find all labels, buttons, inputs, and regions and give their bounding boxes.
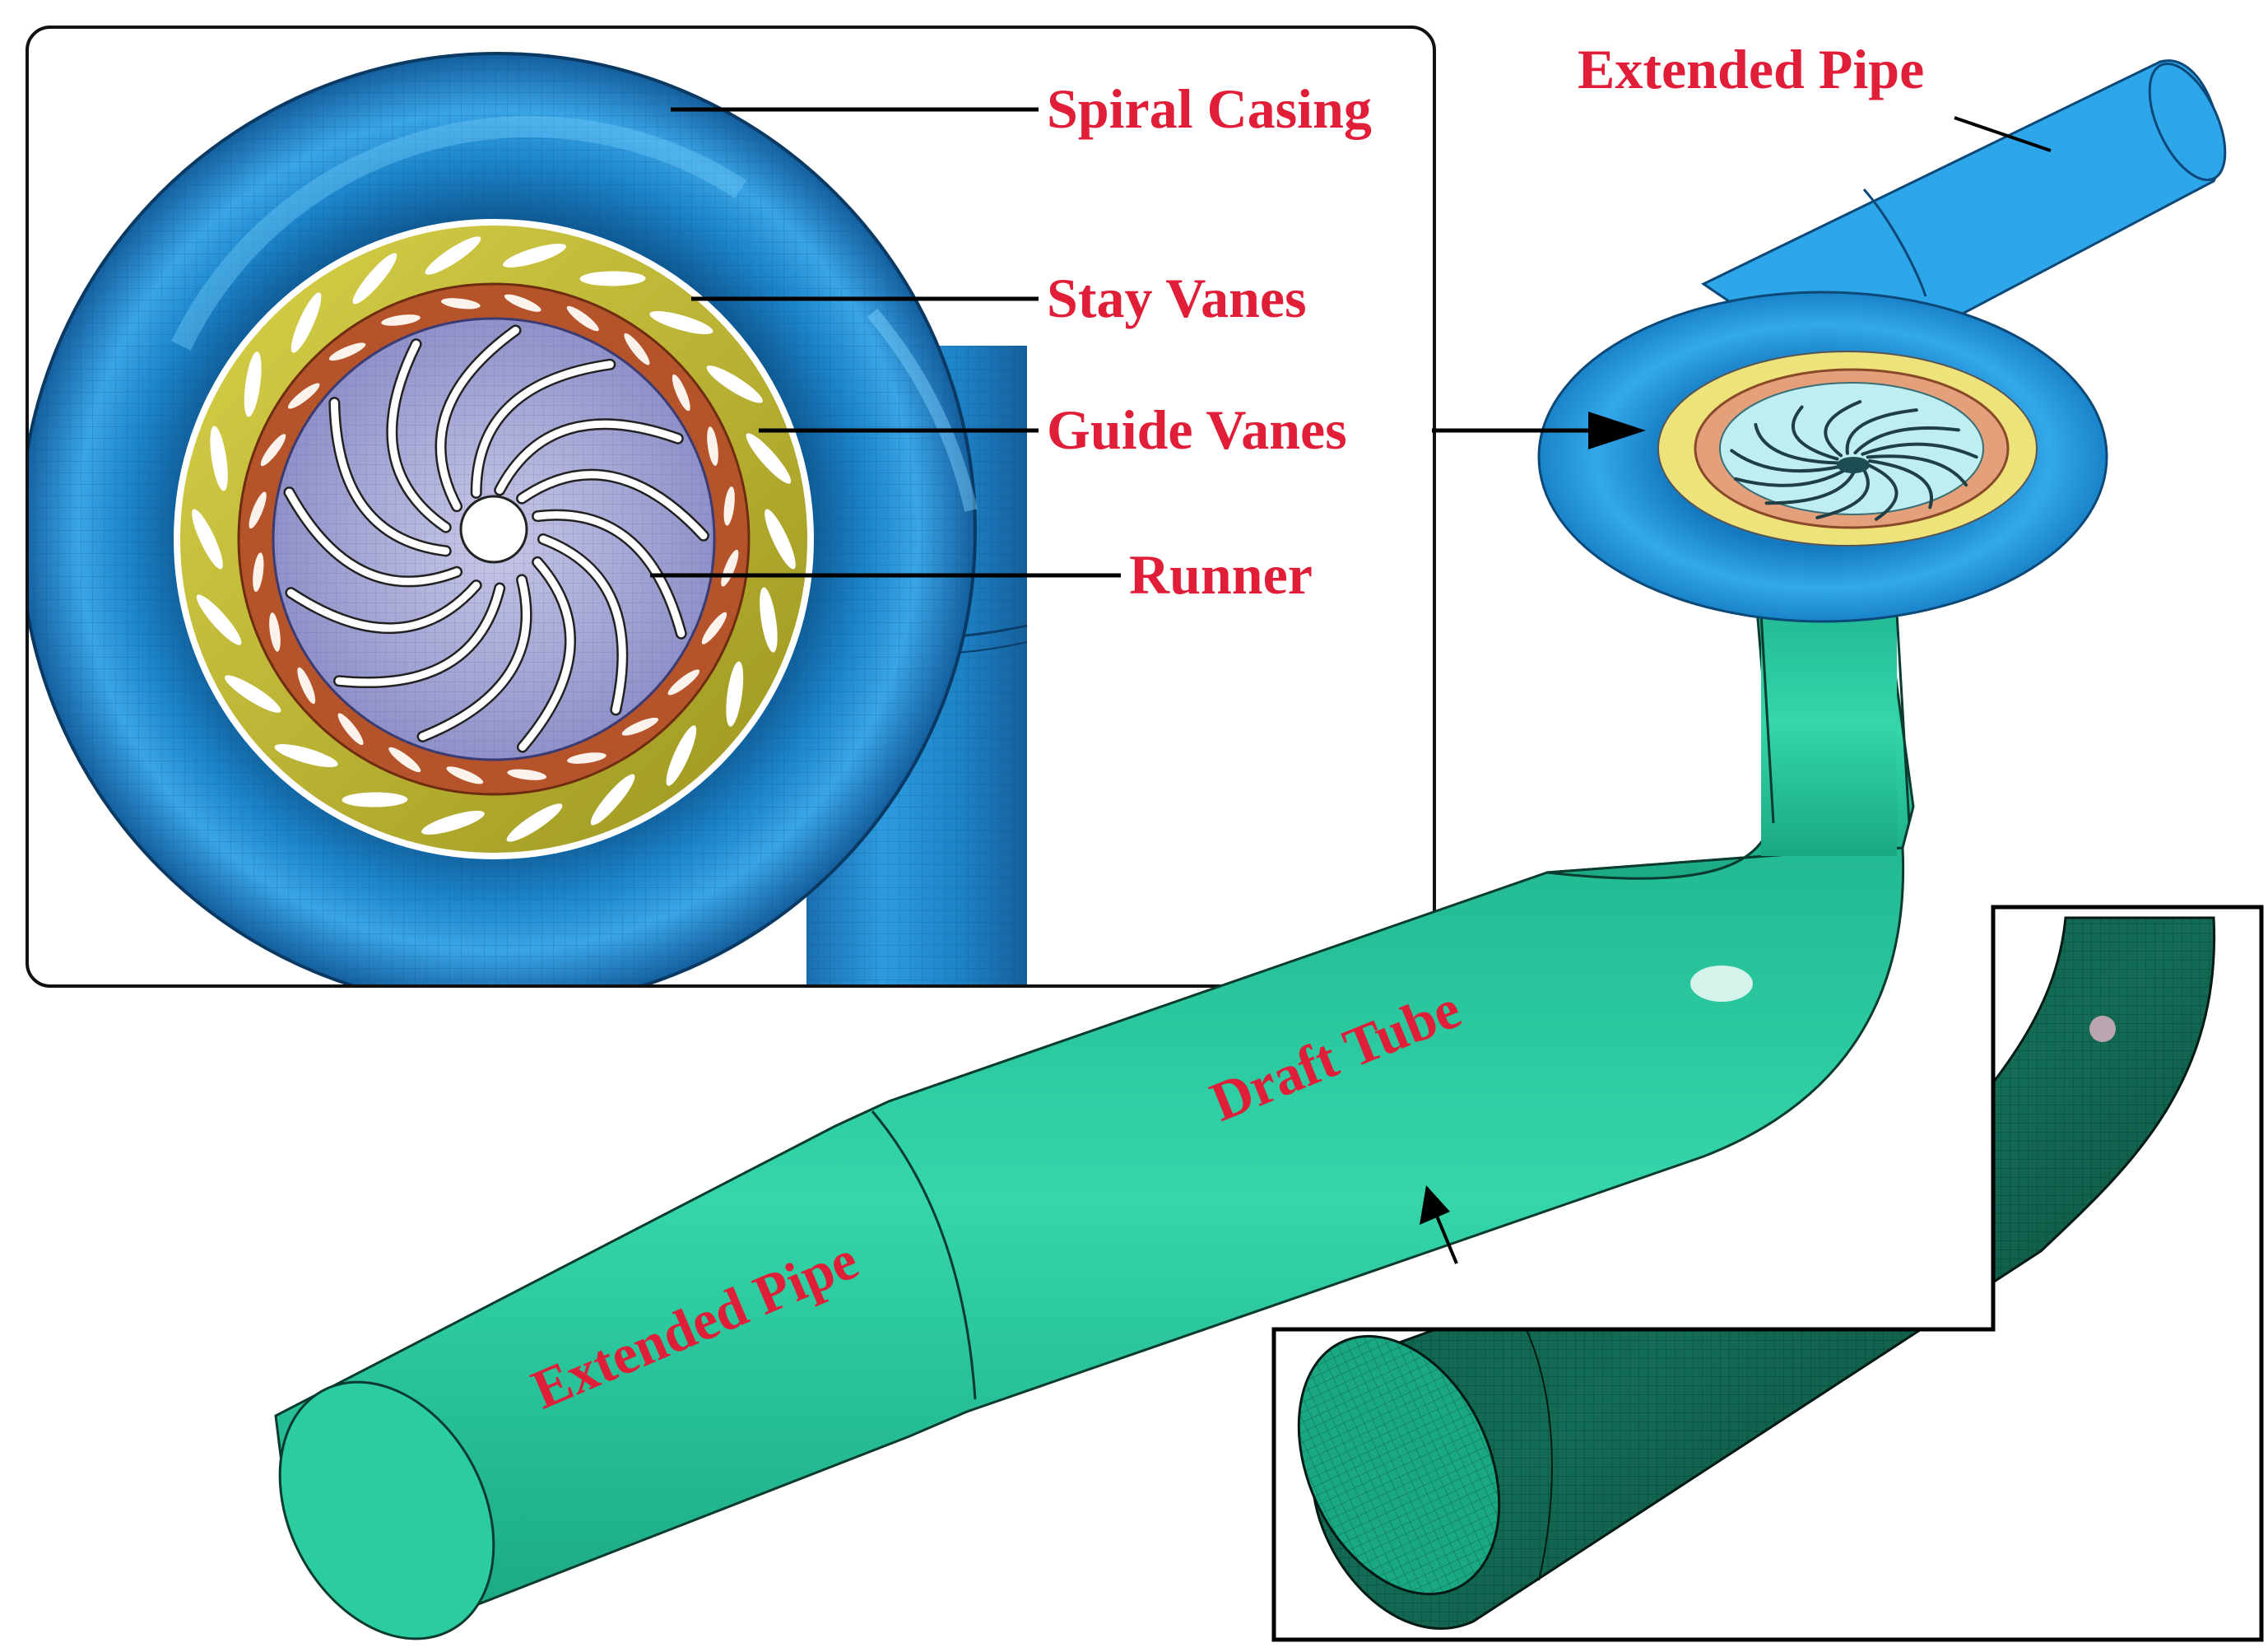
spiral-casing-3d xyxy=(1537,59,2227,623)
stay-vane xyxy=(666,725,697,786)
label-extended-pipe-top: Extended Pipe xyxy=(1578,38,1925,100)
label-stay-vanes: Stay Vanes xyxy=(1047,267,1307,329)
label-guide-vanes: Guide Vanes xyxy=(1047,398,1347,461)
runner-blade xyxy=(518,558,574,752)
guide-vane xyxy=(507,769,547,780)
mesh-inset-frame xyxy=(1271,905,2264,1642)
stay-vane xyxy=(579,271,646,286)
guide-vane xyxy=(566,305,599,332)
stay-vane xyxy=(192,509,223,570)
runner-hub xyxy=(459,495,528,564)
runner-blades xyxy=(283,324,709,753)
runner-blade xyxy=(437,326,520,510)
runner-3d-blade xyxy=(1868,459,1933,510)
runner-3d-blade xyxy=(1754,422,1839,465)
runner-blade xyxy=(335,584,504,686)
guide-vane xyxy=(624,333,650,365)
stay-vane xyxy=(196,594,242,645)
guide-vane xyxy=(723,486,735,526)
guide-vane xyxy=(287,383,320,409)
runner-blade xyxy=(330,398,450,555)
runner-blade xyxy=(533,511,686,638)
guide-vane xyxy=(297,667,316,705)
runner-3d xyxy=(1719,382,1984,515)
leader-extended-pipe-top xyxy=(1954,116,2052,152)
stay-vane xyxy=(225,675,281,713)
guide-vane xyxy=(621,717,659,736)
runner-3d-blade xyxy=(1845,408,1918,455)
pointer-arrow-guide-vanes xyxy=(1432,412,1646,449)
stay-vane xyxy=(649,311,713,334)
stay-vane xyxy=(421,811,485,835)
label-runner: Runner xyxy=(1129,543,1313,606)
guide-vane xyxy=(567,752,607,764)
stay-vane xyxy=(765,509,796,570)
runner-3d-blade xyxy=(1734,467,1849,487)
runner-blade xyxy=(518,471,708,540)
guide-vane xyxy=(672,374,690,412)
guide-vane xyxy=(707,426,718,466)
runner-blade xyxy=(539,535,626,714)
runner-blade xyxy=(472,361,614,497)
runner-3d-blade xyxy=(1866,463,1899,521)
guide-vane xyxy=(249,491,267,529)
label-spiral-casing: Spiral Casing xyxy=(1047,77,1372,140)
extended-pipe-outlet xyxy=(278,1380,495,1640)
guide-vanes xyxy=(249,294,739,784)
stay-vane xyxy=(590,774,635,826)
guide-vane xyxy=(667,669,700,696)
stay-vane xyxy=(274,744,338,767)
stay-vane xyxy=(726,661,744,727)
guide-vane xyxy=(504,294,541,312)
guide-vane xyxy=(328,342,366,361)
stay-vanes xyxy=(192,236,796,842)
runner-blade xyxy=(285,488,461,585)
draft-tube-3d xyxy=(274,607,1915,1640)
stay-vane xyxy=(342,792,408,807)
stay-vane xyxy=(210,426,228,491)
guide-vane xyxy=(337,713,364,746)
guide-vane xyxy=(701,612,727,645)
runner-3d-blade xyxy=(1730,449,1843,473)
runner-3d-blades xyxy=(1730,400,1978,521)
stay-vane xyxy=(760,587,778,653)
stay-vane xyxy=(706,365,763,403)
stay-vane xyxy=(425,236,481,275)
guide-vane xyxy=(260,434,286,467)
runner-3d-blade xyxy=(1764,467,1857,505)
plan-view-inset xyxy=(26,26,1436,988)
runner-3d-blade xyxy=(1861,442,1978,459)
guide-vane xyxy=(253,552,264,593)
runner-3d-blade xyxy=(1815,466,1870,519)
stay-vane xyxy=(352,253,397,305)
runner-blade xyxy=(495,420,682,494)
stay-vane xyxy=(503,244,566,268)
runner-3d-blade xyxy=(1792,405,1839,461)
stay-vane xyxy=(746,433,792,484)
plan-view-frame xyxy=(26,26,1436,988)
runner-blade xyxy=(419,575,531,741)
guide-vane xyxy=(446,766,484,784)
runner-3d-blade xyxy=(1866,454,1968,487)
runner-3d-blade xyxy=(1853,426,1960,455)
stay-vane xyxy=(244,351,262,417)
stay-vane xyxy=(290,292,322,353)
runner-blade xyxy=(388,340,450,532)
guide-vane xyxy=(440,298,481,309)
stay-vane xyxy=(506,803,563,842)
runner-3d-blade xyxy=(1824,400,1862,458)
guide-vane xyxy=(269,612,281,652)
guide-vane xyxy=(381,314,421,326)
runner-blade xyxy=(286,581,481,632)
guide-vane xyxy=(388,747,421,773)
